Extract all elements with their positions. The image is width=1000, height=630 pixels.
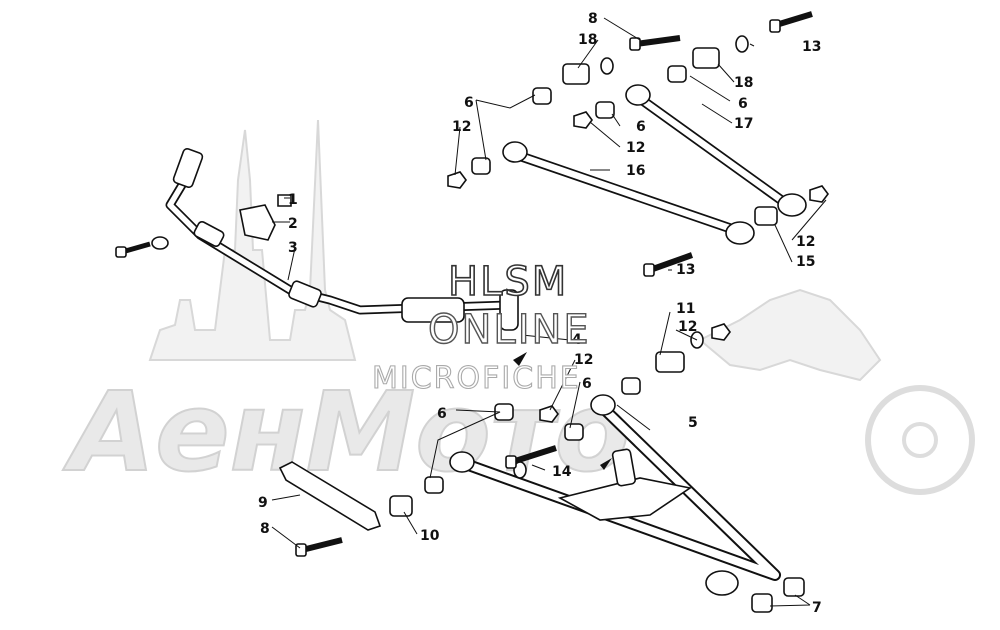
stamp-line-1: HLSM: [448, 259, 568, 305]
bushing-7-b: [751, 593, 773, 613]
spacer-10: [389, 495, 413, 517]
motorcycle-wheel: [865, 385, 975, 495]
motorcycle-hub: [902, 422, 938, 458]
callout-1: 1: [288, 192, 298, 208]
bushing-6-upper-c: [595, 101, 615, 119]
callout-13-lower: 13: [676, 262, 695, 278]
direction-arrow-upper: [513, 352, 527, 366]
upper-ball-joint-16: [725, 221, 755, 245]
motorcycle-silhouette: [698, 288, 882, 382]
stamp-line-3: MICROFICHE: [372, 361, 581, 396]
upper-a-arm-assembly: [447, 11, 829, 277]
callout-8-lower: 8: [260, 521, 270, 537]
leader-lines: [271, 17, 827, 607]
callout-10: 10: [420, 528, 440, 544]
watermark-graphics: АенМото: [61, 119, 975, 497]
callout-17: 17: [734, 116, 753, 132]
callout-2: 2: [288, 216, 298, 232]
brand-watermark: АенМото: [62, 368, 630, 496]
callout-13-upper: 13: [802, 39, 821, 55]
callout-12-upper-left: 12: [452, 119, 471, 135]
bar-bushing-mid: [288, 280, 322, 308]
lower-ball-joint: [705, 570, 739, 596]
callout-16: 16: [626, 163, 645, 179]
upper-arm-pivot-16: [502, 141, 528, 163]
callout-6-upper-mid: 6: [636, 119, 646, 135]
callout-14: 14: [552, 464, 572, 480]
stamp-line-2: ONLINE: [428, 307, 591, 353]
skyline-silhouette: [148, 119, 357, 361]
bushing-15: [754, 206, 778, 226]
bolt-13-lower: [643, 252, 694, 277]
callout-labels: 1 2 3 4 5 6 6 6 6 7 8 8 9 10 11 12 12 12…: [258, 11, 822, 616]
bushing-6-upper-d: [667, 65, 687, 83]
nut-12-lower-b: [539, 405, 559, 423]
callout-4: 4: [572, 332, 582, 348]
bar-bushing-right: [401, 297, 465, 323]
lower-arm-mount: [611, 448, 636, 487]
sleeve-11: [655, 351, 685, 373]
callout-6-lower-left: 6: [437, 406, 447, 422]
bolt-13-upper: [769, 11, 813, 33]
clamp-bolt: [115, 241, 151, 258]
lower-a-arm-assembly: [278, 323, 805, 613]
nut-12-upper-a: [447, 171, 467, 189]
washer-upper-a: [600, 57, 614, 75]
callout-6-upper-right: 6: [738, 96, 748, 112]
bushing-6-upper-a: [532, 87, 552, 105]
bar-end-link: [499, 289, 519, 331]
bushing-6-lower-a: [424, 476, 444, 494]
stabilizer-bar-assembly: [115, 147, 519, 331]
callout-6-lower-mid: 6: [582, 376, 592, 392]
callout-7: 7: [812, 600, 822, 616]
lower-arm-pivot-rear: [590, 394, 616, 416]
sleeve-18-a: [562, 63, 590, 85]
link-plate-9: [278, 461, 382, 531]
callout-9: 9: [258, 495, 268, 511]
bar-bushing-left: [193, 220, 225, 248]
bar-end-grip: [172, 147, 204, 189]
callout-12-lower-right: 12: [678, 319, 697, 335]
sleeve-18-b: [692, 47, 720, 69]
nut-12-lower-a: [711, 323, 731, 341]
bolt-8-upper: [629, 35, 681, 51]
callout-6-upper-left: 6: [464, 95, 474, 111]
callout-12-upper-right: 12: [796, 234, 815, 250]
clamp-washer: [151, 236, 169, 250]
callout-11: 11: [676, 301, 695, 317]
bushing-7-a: [783, 577, 805, 597]
bolt-14: [505, 445, 557, 469]
hlsm-stamp: HLSM ONLINE MICROFICHE: [371, 258, 591, 396]
bushing-6-lower-d: [621, 377, 641, 395]
washer-upper-b: [735, 35, 749, 53]
callout-3: 3: [288, 240, 298, 256]
direction-arrow-lower: [600, 458, 612, 470]
callout-15: 15: [796, 254, 815, 270]
bushing-6-lower-c: [564, 423, 584, 441]
callout-8-upper: 8: [588, 11, 598, 27]
callout-5: 5: [688, 415, 698, 431]
upper-ball-joint-17: [777, 193, 807, 217]
bushing-6-upper-b: [471, 157, 491, 175]
callout-18-upper: 18: [578, 32, 597, 48]
upper-arm-pivot-17: [625, 84, 651, 106]
bolt-8-lower: [295, 537, 343, 557]
callout-12-lower-mid: 12: [574, 352, 593, 368]
nut-12-upper-c: [809, 185, 829, 203]
lower-arm-pivot-front: [449, 451, 475, 473]
nut-12-upper-b: [573, 111, 593, 129]
callout-18-right: 18: [734, 75, 753, 91]
callout-12-upper-mid: 12: [626, 140, 645, 156]
bar-clamp: [239, 204, 276, 241]
